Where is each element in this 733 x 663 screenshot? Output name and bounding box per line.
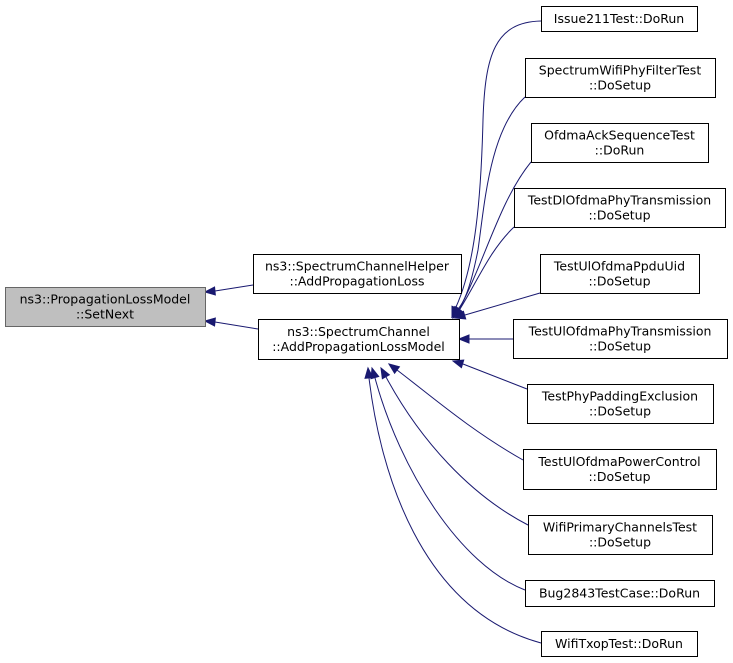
node-label-line: ns3::SpectrumChannel bbox=[287, 324, 430, 339]
node-box[interactable] bbox=[253, 254, 462, 294]
node-label-line: TestDlOfdmaPhyTransmission bbox=[527, 193, 711, 208]
edge-line bbox=[459, 226, 515, 310]
node-label-line: ::DoSetup bbox=[588, 208, 650, 223]
node-label-line: ::AddPropagationLossModel bbox=[272, 339, 445, 354]
edge-c5-channel bbox=[453, 292, 541, 320]
arrowhead bbox=[203, 286, 216, 296]
node-label-line: WifiPrimaryChannelsTest bbox=[543, 520, 697, 535]
node-root[interactable]: ns3::PropagationLossModel::SetNext bbox=[5, 287, 206, 327]
node-box[interactable] bbox=[541, 631, 698, 657]
edge-line bbox=[368, 377, 542, 644]
node-c3[interactable]: OfdmaAckSequenceTest::DoRun bbox=[531, 123, 709, 163]
arrowhead bbox=[364, 366, 374, 379]
node-label-line: ::DoSetup bbox=[589, 404, 651, 419]
node-helper[interactable]: ns3::SpectrumChannelHelper::AddPropagati… bbox=[253, 254, 462, 294]
node-c7[interactable]: TestPhyPaddingExclusion::DoSetup bbox=[527, 384, 714, 424]
edge-line bbox=[459, 161, 532, 309]
arrowhead bbox=[380, 366, 391, 380]
arrowhead bbox=[370, 366, 380, 380]
node-c1[interactable]: Issue211Test::DoRun bbox=[541, 6, 698, 32]
arrowhead bbox=[387, 363, 401, 375]
edge-c6-channel bbox=[457, 334, 513, 344]
edge-line bbox=[214, 321, 259, 330]
node-c11[interactable]: WifiTxopTest::DoRun bbox=[541, 631, 698, 657]
node-label-line: ns3::PropagationLossModel bbox=[20, 292, 191, 307]
edge-channel-root bbox=[203, 317, 259, 330]
edge-c9-channel bbox=[380, 366, 529, 526]
node-box[interactable] bbox=[531, 123, 709, 163]
edge-line bbox=[385, 376, 529, 526]
arrowhead bbox=[457, 334, 470, 344]
node-box[interactable] bbox=[514, 188, 726, 228]
node-label-line: Bug2843TestCase::DoRun bbox=[539, 586, 700, 601]
node-label-line: TestUlOfdmaPpduUid bbox=[553, 259, 685, 274]
node-label-line: ::SetNext bbox=[76, 307, 134, 322]
node-label-line: ::AddPropagationLoss bbox=[289, 274, 424, 289]
node-label-line: ::DoSetup bbox=[589, 535, 651, 550]
node-label-line: TestPhyPaddingExclusion bbox=[541, 389, 698, 404]
edge-c7-channel bbox=[451, 359, 528, 390]
node-c2[interactable]: SpectrumWifiPhyFilterTest::DoSetup bbox=[525, 58, 716, 98]
edge-line bbox=[396, 369, 524, 461]
node-label-line: WifiTxopTest::DoRun bbox=[555, 636, 683, 651]
node-box[interactable] bbox=[528, 515, 713, 555]
arrowhead bbox=[453, 310, 467, 320]
node-c10[interactable]: Bug2843TestCase::DoRun bbox=[525, 580, 715, 607]
node-label-line: ns3::SpectrumChannelHelper bbox=[265, 259, 450, 274]
node-c9[interactable]: WifiPrimaryChannelsTest::DoSetup bbox=[528, 515, 713, 555]
node-box[interactable] bbox=[258, 319, 460, 360]
edges-layer bbox=[203, 20, 542, 644]
node-c5[interactable]: TestUlOfdmaPpduUid::DoSetup bbox=[540, 254, 700, 294]
node-box[interactable] bbox=[527, 384, 714, 424]
node-label-line: ::DoRun bbox=[595, 143, 645, 158]
nodes-layer: ns3::PropagationLossModel::SetNextns3::S… bbox=[5, 6, 728, 657]
node-c6[interactable]: TestUlOfdmaPhyTransmission::DoSetup bbox=[513, 319, 728, 359]
edge-line bbox=[455, 20, 542, 308]
node-label-line: ::DoSetup bbox=[589, 339, 651, 354]
edge-helper-root bbox=[203, 284, 254, 296]
edge-line bbox=[462, 363, 528, 390]
node-c4[interactable]: TestDlOfdmaPhyTransmission::DoSetup bbox=[514, 188, 726, 228]
edge-line bbox=[214, 284, 254, 292]
node-label-line: ::DoSetup bbox=[588, 274, 650, 289]
node-box[interactable] bbox=[525, 580, 715, 607]
edge-line bbox=[374, 377, 526, 591]
node-channel[interactable]: ns3::SpectrumChannel::AddPropagationLoss… bbox=[258, 319, 460, 360]
node-box[interactable] bbox=[523, 449, 717, 490]
edge-c8-channel bbox=[387, 363, 524, 461]
node-label-line: OfdmaAckSequenceTest bbox=[544, 128, 695, 143]
edge-c11-channel bbox=[364, 366, 542, 644]
node-label-line: ::DoSetup bbox=[588, 469, 650, 484]
node-label-line: TestUlOfdmaPowerControl bbox=[537, 454, 700, 469]
node-label-line: ::DoSetup bbox=[589, 78, 651, 93]
node-box[interactable] bbox=[525, 58, 716, 98]
edge-c3-channel bbox=[452, 161, 532, 319]
node-box[interactable] bbox=[541, 6, 698, 32]
edge-line bbox=[464, 292, 541, 316]
edge-c10-channel bbox=[370, 366, 526, 591]
node-box[interactable] bbox=[540, 254, 700, 294]
node-label-line: SpectrumWifiPhyFilterTest bbox=[539, 63, 702, 78]
node-label-line: TestUlOfdmaPhyTransmission bbox=[528, 324, 712, 339]
node-c8[interactable]: TestUlOfdmaPowerControl::DoSetup bbox=[523, 449, 717, 490]
arrowhead bbox=[203, 317, 216, 327]
node-label-line: Issue211Test::DoRun bbox=[554, 11, 684, 26]
node-box[interactable] bbox=[5, 287, 206, 327]
node-box[interactable] bbox=[513, 319, 728, 359]
arrowhead bbox=[451, 359, 465, 369]
